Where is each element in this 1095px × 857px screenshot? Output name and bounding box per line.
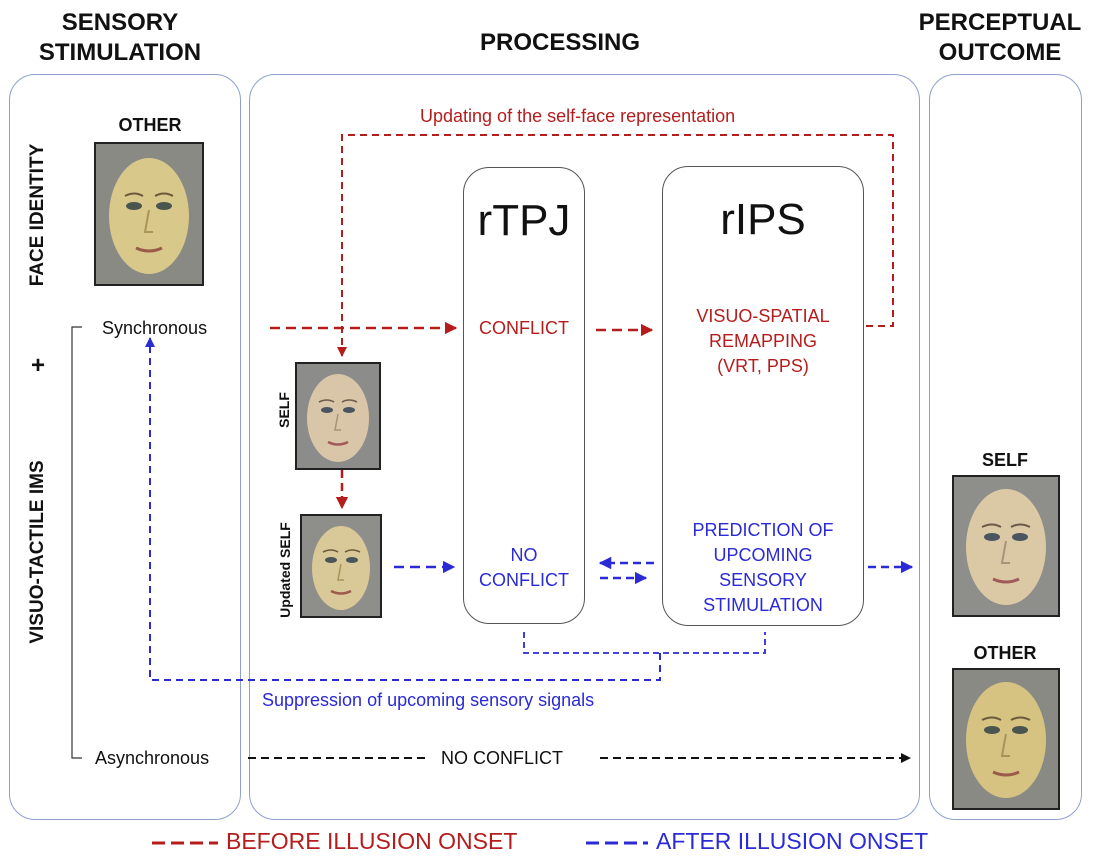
self-outcome-label: SELF	[981, 450, 1028, 470]
other-face-image	[94, 142, 204, 286]
sensory-stimulation-title: SENSORY STIMULATION	[38, 9, 202, 66]
rips-remapping-text: VISUO-SPATIAL REMAPPING (VRT, PPS)	[696, 306, 830, 376]
rtpj-conflict-text: CONFLICT	[479, 318, 569, 338]
sync-async-bracket	[71, 326, 82, 759]
suppression-text: Suppression of upcoming sensory signals	[262, 690, 595, 710]
processing-title: PROCESSING	[479, 29, 641, 56]
rips-title: rIPS	[720, 195, 806, 244]
rtpj-title: rTPJ	[477, 196, 571, 245]
rtpj-no-conflict-text: NO CONFLICT	[479, 545, 569, 590]
async-no-conflict-text: NO CONFLICT	[441, 748, 564, 768]
synchronous-label: Synchronous	[102, 318, 208, 338]
updated-self-face-image	[300, 514, 382, 618]
rips-prediction-text: PREDICTION OF UPCOMING SENSORY STIMULATI…	[692, 520, 834, 615]
other-outcome-label: OTHER	[973, 643, 1037, 663]
perceptual-outcome-title: PERCEPTUAL OUTCOME	[918, 9, 1082, 66]
other-outcome-face-image	[952, 668, 1060, 810]
legend-after-text: AFTER ILLUSION ONSET	[656, 828, 929, 854]
other-face-label: OTHER	[118, 115, 182, 135]
self-outcome-face-image	[952, 475, 1060, 617]
asynchronous-label: Asynchronous	[95, 748, 210, 768]
rtpj-box: rTPJ	[463, 167, 585, 624]
self-face-image	[295, 362, 381, 470]
rips-box: rIPS	[662, 166, 864, 626]
suppression-bracket-line	[523, 632, 766, 654]
suppression-loop-line	[145, 337, 661, 681]
updating-self-face-text: Updating of the self-face representation	[420, 106, 736, 126]
plus-sign: +	[30, 352, 45, 379]
legend-before-text: BEFORE ILLUSION ONSET	[226, 828, 518, 854]
updating-loop-line	[337, 134, 894, 357]
